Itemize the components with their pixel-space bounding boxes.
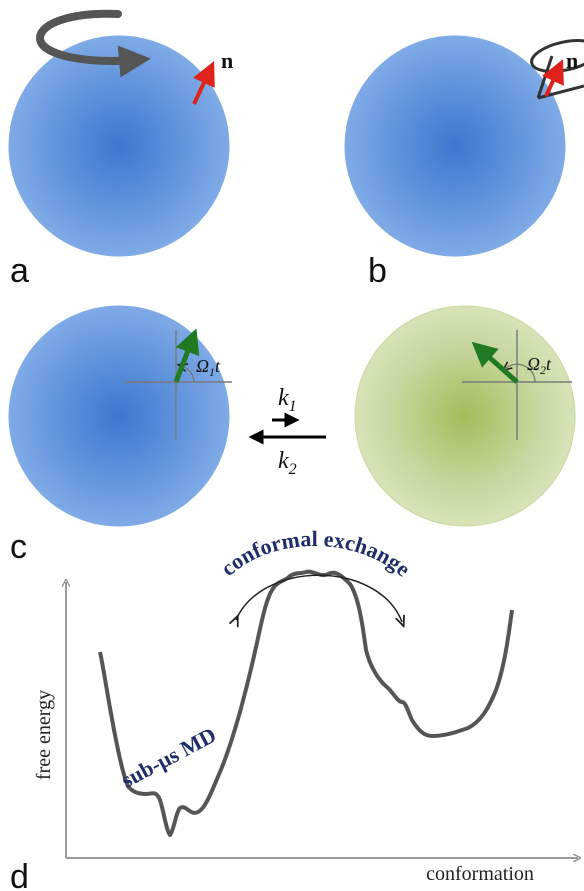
rotation-arrow xyxy=(35,9,151,78)
green-vector-right xyxy=(471,341,519,384)
panel-letter-b: b xyxy=(368,252,387,290)
normal-vector-a xyxy=(192,61,215,105)
x-axis-label: conformation xyxy=(426,863,534,885)
panel-a: n a xyxy=(8,9,233,290)
vector-label-a: n xyxy=(221,48,233,73)
panel-letter-c: c xyxy=(10,528,27,566)
panel-letter-d: d xyxy=(10,858,29,891)
rate-k1: k1 xyxy=(278,385,297,415)
angle-label-left: Ω1t xyxy=(196,356,221,379)
panel-c: Ω1t Ω2t k1 k2 c xyxy=(8,305,576,566)
sphere-a xyxy=(8,35,230,257)
sphere-c-left xyxy=(8,305,230,527)
sphere-b xyxy=(344,35,566,257)
panel-d: free energy conformation conformal excha… xyxy=(10,526,578,891)
panel-letter-a: a xyxy=(10,252,29,290)
md-label: sub-μs MD xyxy=(117,722,220,793)
panel-b: n b xyxy=(344,35,584,290)
normal-vector-b xyxy=(542,59,564,97)
green-vector-left xyxy=(173,328,200,383)
vector-label-b: n xyxy=(566,48,578,73)
rate-k2: k2 xyxy=(278,448,297,478)
y-axis-label: free energy xyxy=(33,690,55,780)
angle-arc-right xyxy=(506,364,536,383)
angle-label-right: Ω2t xyxy=(527,354,552,377)
exchange-arrow xyxy=(236,574,402,622)
free-energy-curve xyxy=(98,569,514,837)
sphere-c-right xyxy=(354,305,576,527)
